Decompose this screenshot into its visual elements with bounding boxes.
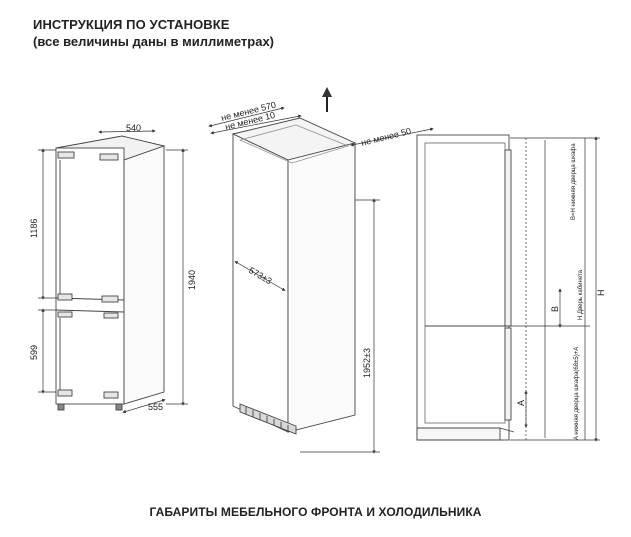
side-section-drawing (416, 134, 515, 441)
cabinet-min-vent-label: не менее 50 (360, 126, 412, 148)
instruction-header: ИНСТРУКЦИЯ ПО УСТАНОВКЕ (все величины да… (33, 16, 553, 50)
fridge-dimensions (38, 129, 188, 414)
page-subtitle: (все величины даны в миллиметрах) (33, 34, 275, 49)
side-text-h: H Дверь кабинета (578, 269, 584, 320)
fridge-height-label: 1940 (187, 270, 197, 290)
side-label-b: B (550, 306, 560, 312)
side-text-b: B=H нижняя дверца шкафа (571, 143, 577, 220)
diagram-caption: ГАБАРИТЫ МЕБЕЛЬНОГО ФРОНТА И ХОЛОДИЛЬНИК… (149, 505, 482, 519)
fridge-width-label: 540 (126, 123, 141, 133)
cabinet-drawing (231, 117, 357, 435)
cabinet-dimensions (208, 106, 434, 454)
page-title: ИНСТРУКЦИЯ ПО УСТАНОВКЕ (33, 17, 230, 32)
fridge-upper-door-label: 1186 (29, 219, 39, 238)
fridge-depth-label: 555 (148, 402, 163, 412)
fridge-drawing (55, 135, 166, 411)
cabinet-inner-height-label: 1952±3 (362, 348, 372, 378)
side-label-h: H (596, 290, 606, 297)
side-dimensions (510, 136, 600, 442)
side-label-a: A (516, 400, 526, 406)
side-text-a: A нижняя дверца шкафа(68±5)+A (574, 347, 580, 440)
fridge-lower-door-label: 599 (29, 345, 39, 360)
